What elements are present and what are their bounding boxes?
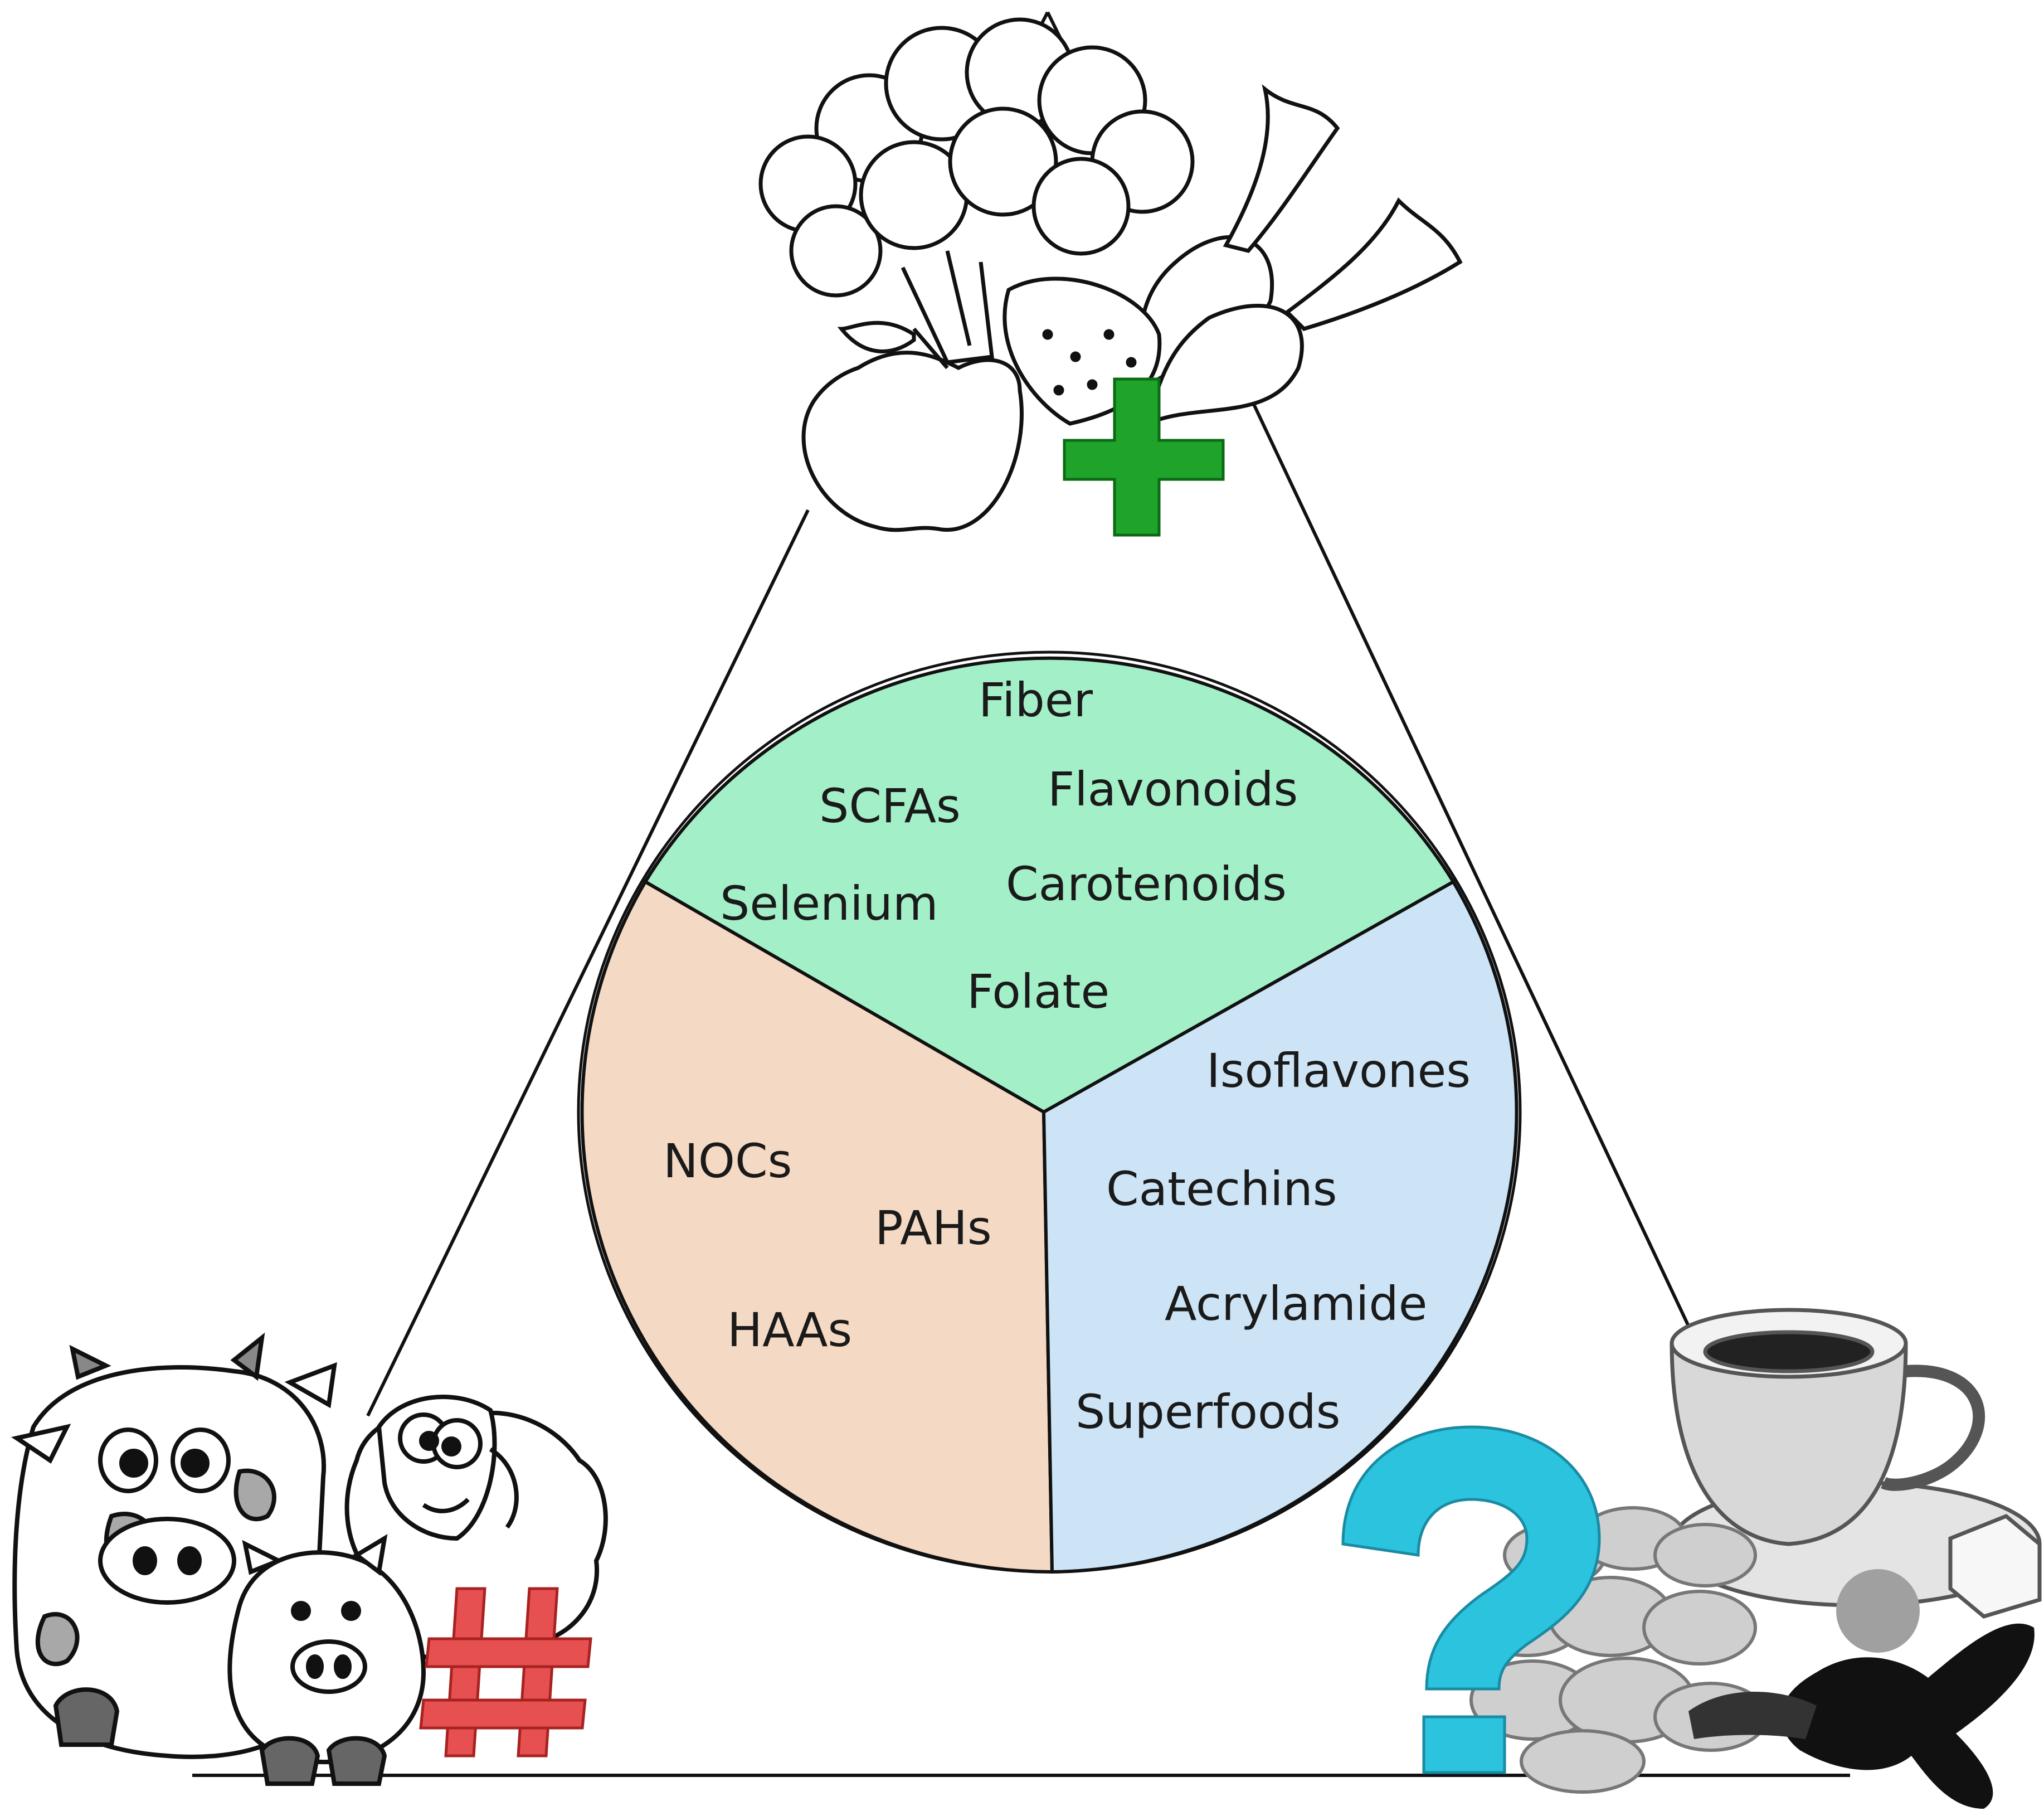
label-haas: HAAs (727, 1303, 852, 1357)
coffee-supplements-icon (1469, 1308, 2042, 1809)
label-pahs: PAHs (875, 1201, 992, 1255)
label-selenium: Selenium (720, 876, 938, 931)
sheep-icon (344, 1395, 608, 1668)
label-flavonoids: Flavonoids (1048, 762, 1298, 817)
label-folate: Folate (967, 964, 1109, 1019)
label-catechins: Catechins (1106, 1162, 1337, 1216)
label-fiber: Fiber (979, 673, 1093, 727)
broccoli-icon (758, 17, 1195, 365)
coffee-cup-icon (1670, 1308, 1985, 1546)
hash-icon (419, 1587, 592, 1757)
label-nocs: NOCs (663, 1134, 792, 1188)
label-acrylamide: Acrylamide (1165, 1276, 1427, 1331)
question-mark-icon (1341, 1425, 1601, 1774)
sector-healthy (643, 656, 1456, 1114)
label-carotenoids: Carotenoids (1006, 857, 1287, 911)
sugar-cube-icon (1948, 1513, 2042, 1619)
label-isoflavones: Isoflavones (1206, 1043, 1471, 1098)
carrot-icon (1137, 84, 1463, 428)
person-figure-icon (1688, 1569, 2035, 1809)
plus-icon (1063, 377, 1225, 537)
label-superfoods: Superfoods (1075, 1385, 1341, 1439)
label-scfas: SCFAs (819, 779, 961, 833)
supplement-capsules-icon (1469, 1506, 1768, 1794)
pig-icon (227, 1534, 426, 1786)
apple-icon (801, 321, 1024, 532)
livestock-animals-icon (11, 1332, 608, 1786)
nutrient-pie (580, 656, 1519, 1574)
